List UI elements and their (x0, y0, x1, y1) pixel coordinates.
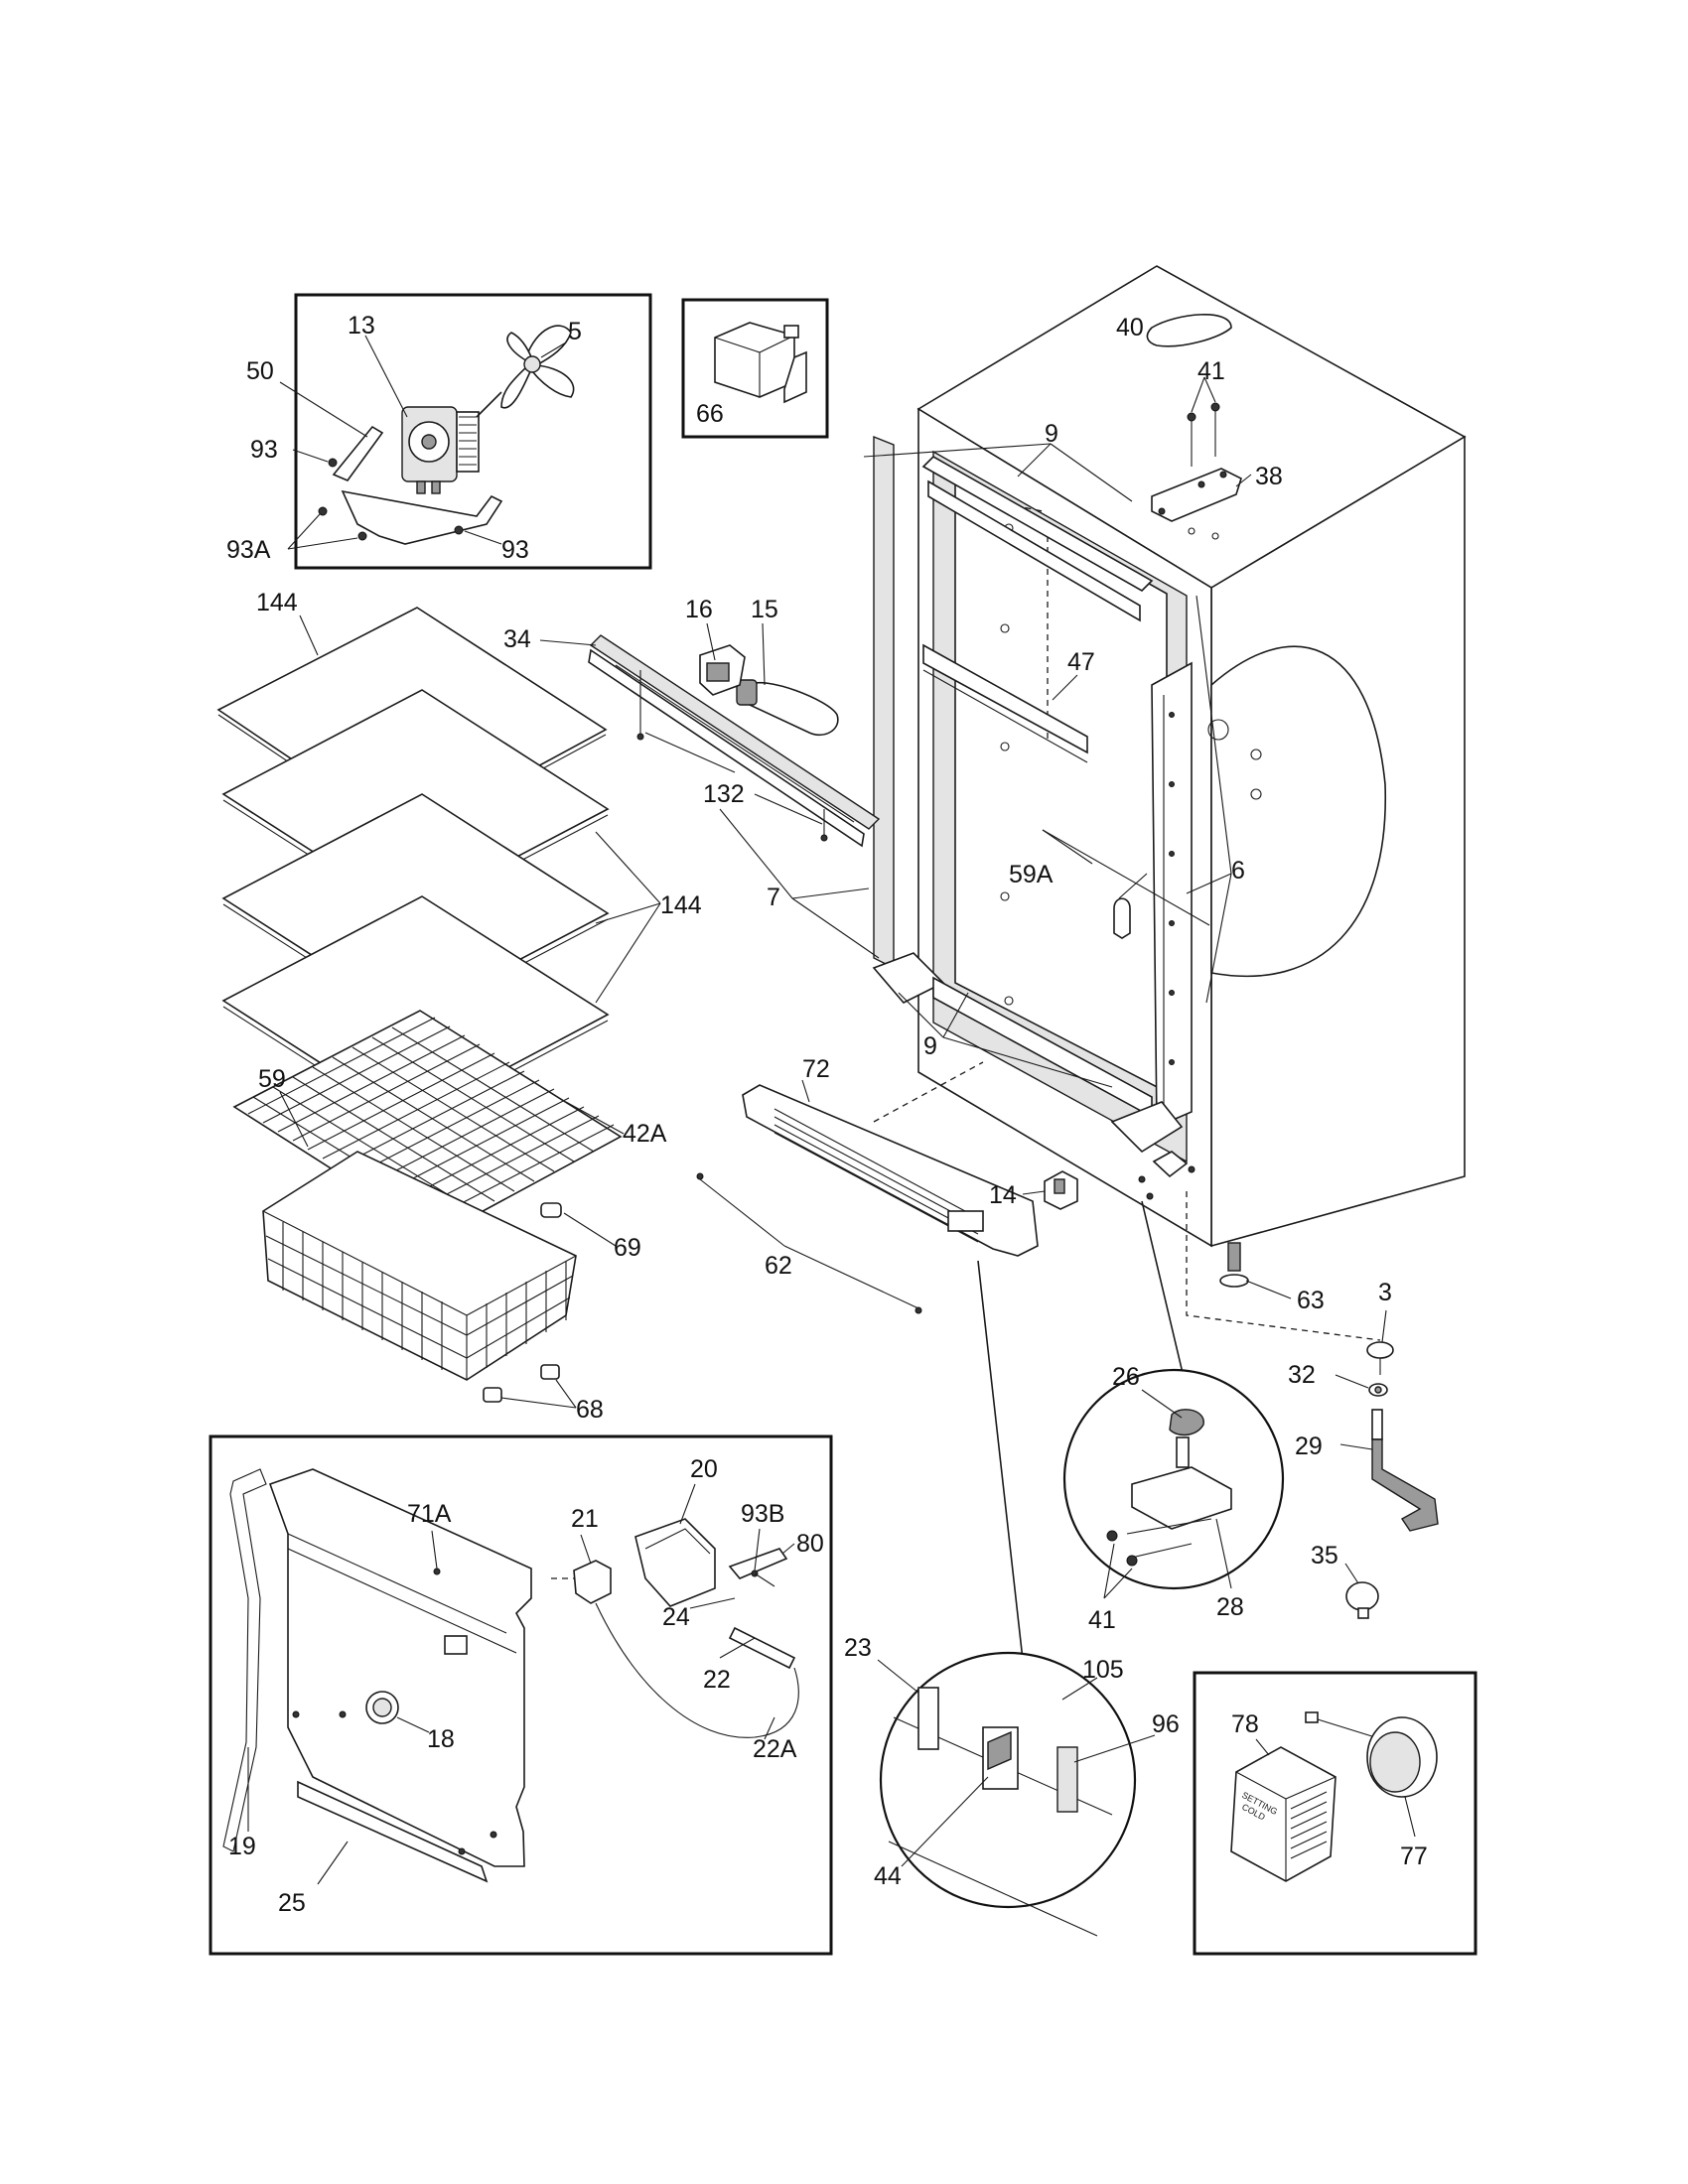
thermostat-inset: SETTING COLD 78 77 (1193, 1671, 1477, 1956)
callout-26: 26 (1112, 1363, 1140, 1391)
callout-62: 62 (765, 1252, 792, 1280)
callout-41: 41 (1197, 357, 1225, 385)
callout-59: 59 (258, 1065, 286, 1093)
shelf-icon (216, 607, 610, 1127)
callout-42A: 42A (623, 1120, 667, 1148)
callout-144: 144 (660, 891, 702, 919)
callout-96: 96 (1152, 1710, 1180, 1738)
leveler-icon (1219, 1242, 1249, 1288)
fan-motor (401, 391, 502, 494)
callout-19: 19 (228, 1833, 256, 1860)
callout-3: 3 (1378, 1279, 1392, 1306)
callout-23: 23 (844, 1634, 872, 1662)
callout-29: 29 (1295, 1433, 1323, 1460)
callout-93B: 93B (741, 1500, 784, 1528)
callout-6: 6 (1231, 857, 1245, 885)
wrench-icon (1371, 1409, 1439, 1532)
callout-9: 9 (1045, 420, 1058, 448)
fan-motor-inset: 13 5 50 93 93 93A (226, 293, 652, 570)
evaporator-cover-inset (209, 1434, 833, 1956)
callout-21: 21 (571, 1505, 599, 1533)
callout-63: 63 (1297, 1287, 1325, 1314)
callout-50: 50 (246, 357, 274, 385)
callout-22: 22 (703, 1666, 731, 1694)
callout-68: 68 (576, 1396, 604, 1424)
callout-32: 32 (1288, 1361, 1316, 1389)
callout-132: 132 (703, 780, 745, 808)
callout-20: 20 (690, 1455, 718, 1483)
callout-72: 72 (802, 1055, 830, 1083)
callout-9: 9 (923, 1032, 937, 1060)
callout-22A: 22A (753, 1735, 797, 1763)
callout-78: 78 (1231, 1710, 1259, 1738)
callout-47: 47 (1067, 648, 1095, 676)
callout-38: 38 (1255, 463, 1283, 490)
callout-34: 34 (503, 625, 531, 653)
callout-105: 105 (1082, 1656, 1124, 1684)
grille-icon (696, 1061, 1039, 1314)
hinge-icon (1062, 1368, 1285, 1590)
control-switch-detail (879, 1651, 1137, 1937)
callout-24: 24 (662, 1603, 690, 1631)
evaporator-trough (588, 634, 881, 848)
switch-icon (1044, 1170, 1078, 1210)
callout-40: 40 (1116, 314, 1144, 341)
callout-28: 28 (1216, 1593, 1244, 1621)
callout-77: 77 (1400, 1843, 1428, 1870)
callout-14: 14 (989, 1181, 1017, 1209)
callout-18: 18 (427, 1725, 455, 1753)
callout-13: 13 (348, 312, 375, 340)
pivot-parts (1366, 1341, 1394, 1397)
callout-69: 69 (614, 1234, 641, 1262)
callout-59A: 59A (1009, 861, 1054, 888)
callout-93: 93 (501, 536, 529, 564)
callout-44: 44 (874, 1862, 902, 1890)
basket-icon (262, 1151, 577, 1403)
fan-blade-icon (500, 325, 575, 409)
callout-5: 5 (568, 318, 582, 345)
callout-16: 16 (685, 596, 713, 623)
callout-93A: 93A (226, 536, 271, 564)
callout-15: 15 (751, 596, 778, 623)
callout-35: 35 (1311, 1542, 1338, 1570)
callout-93: 93 (250, 436, 278, 464)
light-bulb-icon (1345, 1581, 1379, 1619)
callout-41: 41 (1088, 1606, 1116, 1634)
relay-inset: 66 (681, 298, 829, 439)
callout-144: 144 (256, 589, 298, 616)
callout-25: 25 (278, 1889, 306, 1917)
thermostat-icon: SETTING COLD (1230, 1711, 1438, 1882)
callout-7: 7 (767, 884, 780, 911)
callout-80: 80 (796, 1530, 824, 1558)
relay-icon (714, 322, 807, 404)
callout-71A: 71A (407, 1500, 452, 1528)
callout-66: 66 (696, 400, 724, 428)
cabinet-icon (872, 265, 1467, 1341)
